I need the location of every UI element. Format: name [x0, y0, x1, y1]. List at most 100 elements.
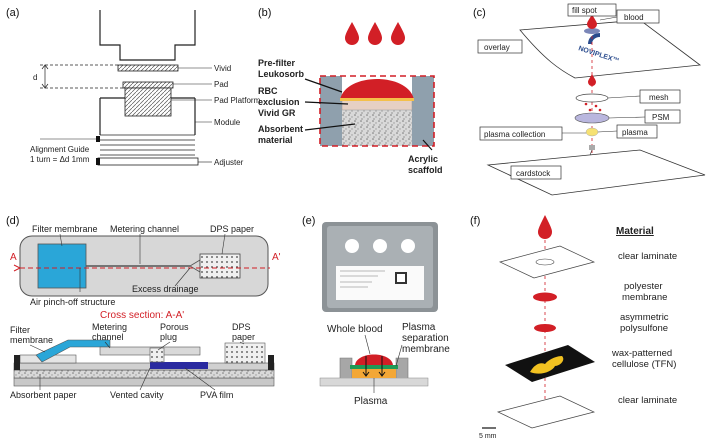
cs-pva-label: PVA film	[200, 390, 233, 400]
panel-b-letter: (b)	[258, 7, 271, 19]
card-hole	[401, 239, 415, 253]
cs-dps-sub-label: paper	[232, 332, 255, 342]
d-arrowheads	[41, 64, 49, 89]
material-5-label: clear laminate	[618, 395, 677, 406]
absorbent-sub-label: material	[258, 135, 293, 145]
cardstock-label: cardstock	[516, 169, 551, 178]
clear-laminate-top	[498, 245, 596, 279]
panel-b-arrows	[304, 78, 433, 151]
alignment-guide-label: Alignment Guide	[30, 145, 90, 154]
adjuster-label: Adjuster	[214, 158, 244, 167]
fill-spot	[584, 28, 600, 34]
cardstock-card	[486, 149, 706, 196]
e-plasma-pad	[352, 369, 396, 378]
a-label-right: A'	[272, 252, 281, 263]
metering-channel-label: Metering channel	[110, 224, 179, 234]
card-hole	[373, 239, 387, 253]
mesh-leader	[607, 95, 641, 99]
cardstock-box	[510, 165, 562, 180]
cs-leaders	[29, 341, 245, 391]
pad-platform	[124, 87, 172, 117]
psm-layer	[574, 112, 610, 124]
cs-porous-sub-label: plug	[160, 332, 177, 342]
rbc-label: RBC	[258, 86, 278, 96]
mesh-label: mesh	[649, 93, 669, 102]
cs-filter-sub-label: membrane	[10, 335, 53, 345]
qr-code-inner	[397, 274, 405, 282]
rbc-sub-label: exclusion	[258, 97, 300, 107]
blood-leader	[599, 16, 618, 21]
blood-drop-icon	[587, 14, 597, 29]
rbc-exclusion-layer	[341, 99, 413, 111]
whole-blood-label: Whole blood	[327, 324, 383, 335]
cs-pva-film	[150, 362, 208, 369]
plasma-collection-box	[479, 126, 563, 141]
laminate-hole	[535, 258, 555, 266]
panel-c: (c) NOVIPLEX™ fill spot blood overlay me…	[473, 3, 706, 196]
panel-e: (e) Whole blood Plasma separation membra…	[302, 215, 450, 407]
leader	[221, 233, 226, 255]
cs-meter-label: Metering	[92, 322, 127, 332]
prefilter-sub-label: Leukosorb	[258, 69, 305, 79]
cs-left-wall	[14, 355, 20, 370]
card-label-text	[340, 270, 385, 288]
cs-porous-plug	[149, 347, 165, 363]
cs-filter-label: Filter	[10, 325, 30, 335]
panel-e-letter: (e)	[302, 215, 315, 227]
material-2-sub-label: membrane	[622, 292, 667, 303]
fill-spot-label: fill spot	[572, 6, 598, 15]
vivid-layer	[117, 64, 179, 72]
panel-a-letter: (a)	[6, 7, 19, 19]
panel-f: (f) Material 5 mm clear laminate polyest…	[470, 215, 677, 440]
panel-a-leaders	[40, 67, 212, 163]
cs-dps-label: DPS	[232, 322, 251, 332]
pad-platform-label: Pad Platform	[214, 96, 261, 105]
cs-vented-label: Vented cavity	[110, 390, 164, 400]
clear-laminate-bottom	[496, 395, 596, 429]
screen-layer	[589, 145, 595, 150]
module-body	[99, 97, 196, 135]
cs-right-wall	[268, 355, 274, 370]
blood-drop-icon	[345, 22, 359, 45]
panel-d: (d) A A' Filter membrane Metering channe…	[6, 215, 281, 400]
card-label-sticker	[336, 266, 424, 300]
leader	[59, 233, 63, 247]
psm-label-e: Plasma	[402, 322, 436, 333]
material-1-label: clear laminate	[618, 251, 677, 262]
material-4-label: wax-patterned	[611, 348, 672, 359]
plasma-label: plasma	[622, 128, 648, 137]
cs-dps-paper	[224, 342, 266, 364]
blood-drop-icon	[538, 215, 552, 239]
psm-sub-label-e: separation	[402, 333, 449, 344]
cs-porous-label: Porous	[160, 322, 189, 332]
panel-c-letter: (c)	[473, 7, 486, 19]
material-3-sub-label: polysulfone	[620, 323, 668, 334]
blood-label: blood	[624, 13, 644, 22]
adjuster-stack	[97, 134, 199, 166]
overlay-label: overlay	[484, 43, 510, 52]
panel-b: (b) Pre-filter Leukosorb RBC exclusion V…	[258, 7, 443, 175]
blood-box	[616, 9, 660, 24]
dps-paper-label: DPS paper	[210, 224, 254, 234]
panel-f-letter: (f)	[470, 215, 480, 227]
cs-absorbent-paper	[13, 369, 275, 379]
card-hole	[345, 239, 359, 253]
psm-sub2-label-e: membrane	[402, 344, 450, 355]
plasma-label-e: Plasma	[354, 396, 388, 407]
alignment-guide-mark	[96, 136, 100, 142]
leader	[174, 267, 191, 287]
a-marker-left	[13, 264, 22, 272]
alignment-guide-sub-label: 1 turn = Δd 1mm	[30, 155, 90, 164]
filter-membrane-top	[37, 243, 87, 289]
scale-label: 5 mm	[479, 433, 497, 440]
prefilter-layer	[340, 98, 414, 101]
acrylic-scaffold-left	[320, 76, 342, 146]
adjuster-mark	[96, 158, 100, 165]
overlay-box	[477, 39, 523, 54]
d-label: d	[33, 73, 37, 82]
acrylic-scaffold-right	[412, 76, 434, 146]
cs-absorbent-label: Absorbent paper	[10, 390, 77, 400]
cs-middle-layer	[13, 362, 275, 371]
fill-spot-box	[567, 3, 617, 17]
